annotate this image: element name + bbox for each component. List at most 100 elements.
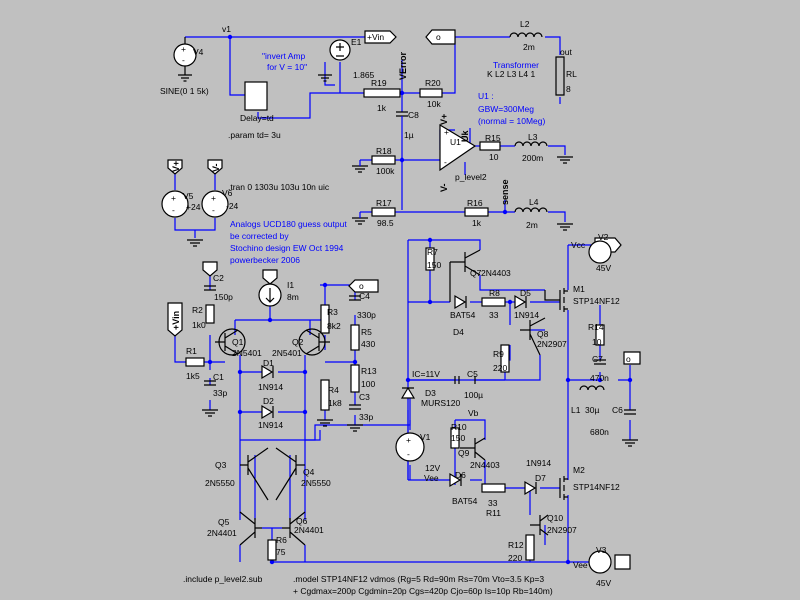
q10-transistor[interactable] [530, 514, 549, 536]
r17-value: 98.5 [377, 218, 394, 228]
r11-resistor[interactable] [481, 483, 506, 493]
r16-resistor[interactable] [464, 207, 489, 217]
r10-resistor[interactable] [450, 427, 460, 449]
q9-transistor[interactable] [460, 437, 486, 461]
v6-source[interactable]: +- [201, 159, 229, 218]
r3-resistor[interactable] [320, 304, 330, 334]
c8-name: C8 [408, 110, 419, 120]
c6-capacitor[interactable] [624, 409, 636, 415]
c8-value: 1µ [404, 130, 414, 140]
d5-diode[interactable] [514, 294, 527, 310]
ic-label: IC=11V [412, 369, 440, 379]
net-uk: Uk [460, 130, 470, 142]
l3-inductor[interactable] [514, 141, 548, 147]
r4-resistor[interactable] [320, 379, 330, 411]
q4-transistor[interactable] [275, 447, 305, 501]
v2-source[interactable] [588, 240, 612, 264]
l2-inductor[interactable] [509, 32, 543, 38]
m1-name: M1 [573, 284, 585, 294]
c7-capacitor[interactable] [594, 359, 606, 365]
c1-capacitor[interactable] [204, 380, 216, 386]
r2-resistor[interactable] [205, 304, 215, 324]
u1-opamp[interactable] [439, 123, 477, 172]
r1-name: R1 [186, 346, 197, 356]
c2-capacitor[interactable] [204, 285, 216, 291]
c2-value: 150p [214, 292, 233, 302]
r5-value: 430 [361, 339, 375, 349]
q8-transistor[interactable] [520, 317, 546, 356]
r20-resistor[interactable] [419, 88, 443, 98]
c3-capacitor[interactable] [349, 404, 361, 410]
r8-resistor[interactable] [481, 297, 506, 307]
v5-value: +24 [186, 202, 201, 212]
e1-source[interactable] [318, 39, 351, 82]
l4-ground [557, 223, 573, 231]
l1-inductor[interactable] [579, 385, 605, 391]
e1-value: 1.865 [353, 70, 375, 80]
r13-resistor[interactable] [350, 364, 360, 393]
rl-resistor[interactable] [555, 56, 565, 96]
v5-source[interactable]: +- [161, 159, 189, 218]
c4-capacitor[interactable] [349, 295, 361, 301]
transformer-k: K L2 L3 L4 1 [487, 69, 535, 79]
symbols: +- +- [161, 29, 641, 574]
l4-name: L4 [529, 197, 539, 207]
r17-ground [352, 217, 368, 225]
c5-capacitor[interactable] [454, 376, 476, 384]
r18-resistor[interactable] [371, 155, 396, 165]
comment-guess-4: powerbecker 2006 [230, 255, 300, 265]
v3-source[interactable] [588, 550, 631, 574]
r12-resistor[interactable] [525, 534, 535, 561]
r15-value: 10 [489, 152, 499, 162]
v4-source[interactable]: +- [173, 37, 197, 82]
r19-resistor[interactable] [363, 88, 401, 98]
l4-inductor[interactable] [514, 207, 548, 213]
c5-name: C5 [467, 369, 478, 379]
d3-diode[interactable] [400, 386, 416, 399]
r1-value: 1k5 [186, 371, 200, 381]
r15-resistor[interactable] [479, 141, 501, 151]
v1-source[interactable]: +- [395, 432, 425, 462]
d3-name: D3 [425, 388, 436, 398]
q6-name: Q6 [296, 516, 308, 526]
d7-value: 1N914 [526, 458, 551, 468]
q7-name: Q7 [470, 268, 482, 278]
c3-value: 33p [359, 412, 373, 422]
m1-mosfet[interactable] [544, 288, 568, 312]
m2-mosfet[interactable] [559, 476, 568, 500]
i1-current-source[interactable] [258, 269, 282, 307]
delay-block[interactable] [244, 81, 268, 111]
d2-name: D2 [263, 396, 274, 406]
q1-transistor[interactable] [215, 328, 246, 356]
q3-transistor[interactable] [240, 447, 269, 501]
r14-resistor[interactable] [595, 324, 605, 346]
q2-transistor[interactable] [298, 328, 330, 356]
r9-resistor[interactable] [500, 344, 510, 373]
d6-diode[interactable] [449, 472, 462, 488]
r7-resistor[interactable] [425, 247, 435, 271]
q5-transistor[interactable] [239, 511, 262, 546]
r8-name: R8 [489, 288, 500, 298]
q4-name: Q4 [303, 467, 315, 477]
r17-resistor[interactable] [371, 207, 396, 217]
q6-transistor[interactable] [282, 511, 306, 546]
d1-diode[interactable] [261, 364, 274, 380]
c6-name: C6 [612, 405, 623, 415]
c3-ground [347, 424, 363, 432]
q7-transistor[interactable] [449, 249, 481, 302]
svg-text:-: - [407, 449, 410, 459]
d2-diode[interactable] [261, 404, 274, 420]
o-port-top [425, 29, 456, 45]
d4-diode[interactable] [454, 294, 467, 310]
c8-capacitor[interactable] [396, 111, 408, 117]
r5-resistor[interactable] [350, 324, 360, 351]
d7-diode[interactable] [524, 480, 537, 496]
r6-resistor[interactable] [267, 539, 277, 561]
r6-value: 75 [276, 547, 286, 557]
r9-value: 220 [493, 363, 507, 373]
r1-resistor[interactable] [185, 357, 205, 367]
r10-name: R10 [451, 422, 467, 432]
m1-value: STP14NF12 [573, 296, 620, 306]
